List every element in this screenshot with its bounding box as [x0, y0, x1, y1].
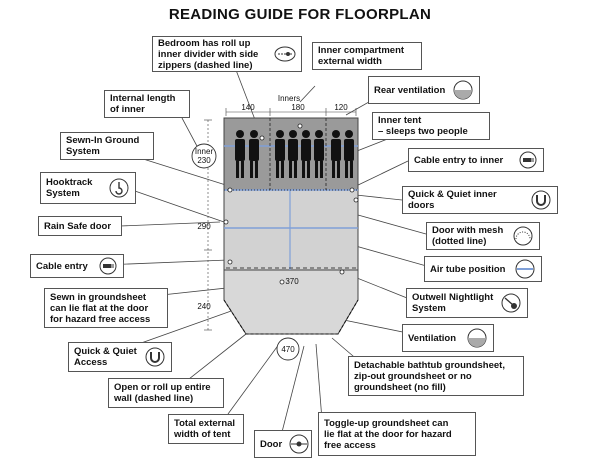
label-rain-safe: Rain Safe door	[38, 216, 122, 236]
label-text: Ventilation	[408, 332, 457, 344]
label-sewn-groundsheet: Sewn in groundsheet can lie flat at the …	[44, 288, 168, 328]
label-text: Total external width of tent	[174, 418, 236, 440]
dim-inner-label: Inner	[195, 147, 214, 156]
label-text: Rear ventilation	[374, 84, 446, 96]
label-text: Detachable bathtub groundsheet, zip-out …	[354, 359, 505, 393]
half-circle-vent-icon	[467, 328, 487, 348]
label-door: Door	[254, 430, 312, 458]
label-text: Door	[260, 438, 283, 450]
label-bedroom-divider: Bedroom has roll up inner divider with s…	[152, 36, 302, 72]
dim-width-370: 370	[285, 277, 299, 286]
label-text: Hooktrack System	[46, 177, 93, 199]
label-text: Sewn-In Ground System	[66, 135, 140, 157]
divider-zip-icon	[274, 46, 296, 62]
half-circle-vent-icon	[453, 80, 473, 100]
label-text: Rain Safe door	[44, 220, 112, 232]
label-sewn-ground: Sewn-In Ground System	[60, 132, 154, 160]
magnet-icon	[531, 190, 551, 210]
label-text: Inner tent – sleeps two people	[378, 115, 468, 137]
label-text: Inner compartment external width	[318, 45, 405, 67]
cable-plug-icon	[519, 151, 537, 169]
label-quick-quiet-access: Quick & Quiet Access	[68, 342, 172, 372]
label-total-width: Total external width of tent	[168, 414, 244, 444]
nightlight-icon	[501, 293, 521, 313]
label-hooktrack: Hooktrack System	[40, 172, 136, 204]
label-text: Air tube position	[430, 263, 506, 275]
label-cable-entry: Cable entry	[30, 254, 124, 278]
air-tube-icon	[515, 259, 535, 279]
dim-inners-label: Inners	[278, 94, 300, 103]
label-inner-compartment: Inner compartment external width	[312, 42, 422, 70]
mesh-door-icon	[513, 226, 533, 246]
dim-length-240: 240	[197, 302, 211, 311]
cable-plug-icon	[99, 257, 117, 275]
label-text: Bedroom has roll up inner divider with s…	[158, 37, 259, 71]
label-rear-ventilation: Rear ventilation	[368, 76, 480, 104]
label-text: Quick & Quiet inner doors	[408, 189, 497, 211]
label-text: Sewn in groundsheet can lie flat at the …	[50, 291, 151, 325]
label-text: Internal length of inner	[110, 93, 176, 115]
label-detachable-groundsheet: Detachable bathtub groundsheet, zip-out …	[348, 356, 524, 396]
label-cable-entry-inner: Cable entry to inner	[408, 148, 544, 172]
dim-inner-length: 230	[197, 156, 211, 165]
magnet-icon	[145, 347, 165, 367]
label-internal-length: Internal length of inner	[104, 90, 190, 118]
label-door-mesh: Door with mesh (dotted line)	[426, 222, 540, 250]
dim-width-right: 120	[334, 103, 348, 112]
page-title: READING GUIDE FOR FLOORPLAN	[168, 6, 432, 23]
label-air-tube: Air tube position	[424, 256, 542, 282]
label-text: Toggle-up groundsheet can lie flat at th…	[324, 417, 452, 451]
label-text: Open or roll up entire wall (dashed line…	[114, 382, 211, 404]
markers	[223, 123, 359, 285]
label-text: Door with mesh (dotted line)	[432, 225, 504, 247]
dim-width-mid: 180	[291, 103, 305, 112]
label-text: Quick & Quiet Access	[74, 346, 137, 368]
dim-width-left: 140	[241, 103, 255, 112]
hook-icon	[109, 178, 129, 198]
label-quick-quiet-inner: Quick & Quiet inner doors	[402, 186, 558, 214]
label-inner-tent: Inner tent – sleeps two people	[372, 112, 490, 140]
label-nightlight: Outwell Nightlight System	[406, 288, 528, 318]
sleeping-people	[235, 130, 354, 178]
label-text: Outwell Nightlight System	[412, 292, 494, 314]
label-toggle-up-groundsheet: Toggle-up groundsheet can lie flat at th…	[318, 412, 476, 456]
dim-total-width: 470	[281, 345, 295, 354]
label-text: Cable entry to inner	[414, 154, 504, 166]
label-ventilation: Ventilation	[402, 324, 494, 352]
dim-length-290: 290	[197, 222, 211, 231]
door-zip-icon	[289, 434, 309, 454]
label-open-roll-wall: Open or roll up entire wall (dashed line…	[108, 378, 224, 408]
label-text: Cable entry	[36, 260, 88, 272]
